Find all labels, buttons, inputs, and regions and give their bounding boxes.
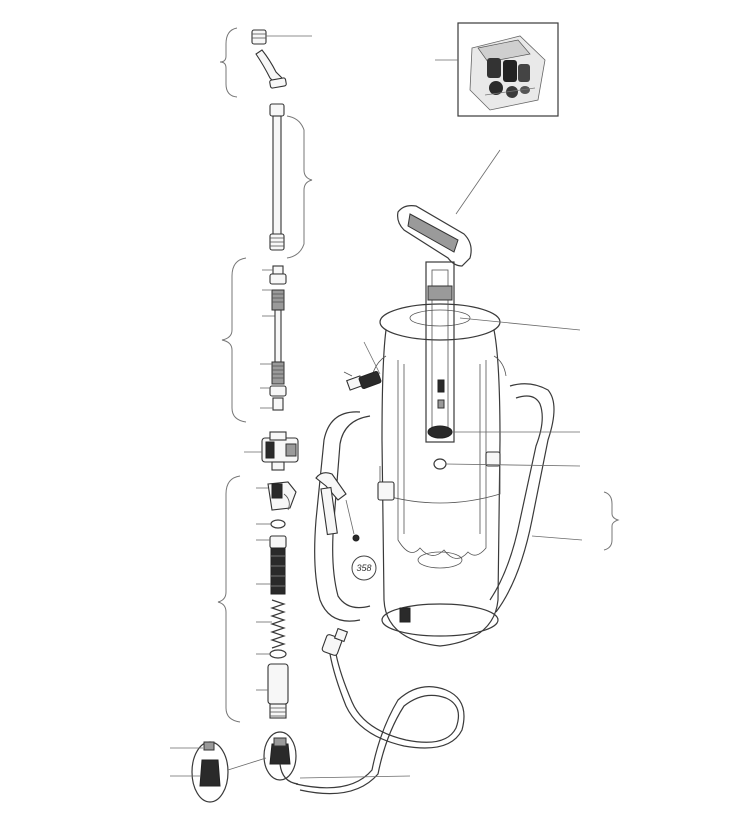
extension-connector-upper	[262, 265, 287, 317]
lance-tube-part	[269, 103, 285, 251]
handle-spring-part	[256, 599, 286, 649]
handle-trigger-part	[256, 481, 297, 511]
handle-grip-part	[256, 663, 289, 719]
extension-connector-lower	[260, 361, 287, 411]
nozzle-tip-part	[251, 29, 312, 45]
brace-right	[603, 491, 620, 551]
handle-ring-part	[256, 649, 287, 659]
brace-handle	[217, 475, 241, 723]
detail-oval-part	[170, 741, 267, 803]
brace-nozzle	[219, 27, 238, 98]
shoulder-strap-part	[314, 383, 583, 622]
relief-valve-part	[343, 341, 382, 391]
callout-badge: 358	[351, 555, 377, 581]
inset-package-box	[435, 22, 559, 117]
tank-body-part	[371, 303, 507, 647]
hose-part	[295, 627, 465, 795]
nozzle-elbow-part	[255, 49, 287, 89]
valve-body-part	[244, 431, 299, 471]
packaged-part-image	[469, 35, 546, 111]
handle-cartridge-part	[256, 535, 287, 595]
pump-handle-part	[397, 149, 501, 267]
pump-plunger-part	[425, 261, 581, 470]
lance-holder-part	[315, 472, 360, 542]
hose-end-connector-part	[263, 731, 299, 785]
brace-lance	[286, 115, 313, 259]
handle-oring-part	[256, 519, 286, 529]
brace-extension	[221, 257, 247, 423]
rim-leader-line	[459, 317, 581, 331]
extension-tube-part	[274, 309, 282, 363]
callout-label: 358	[356, 563, 371, 573]
